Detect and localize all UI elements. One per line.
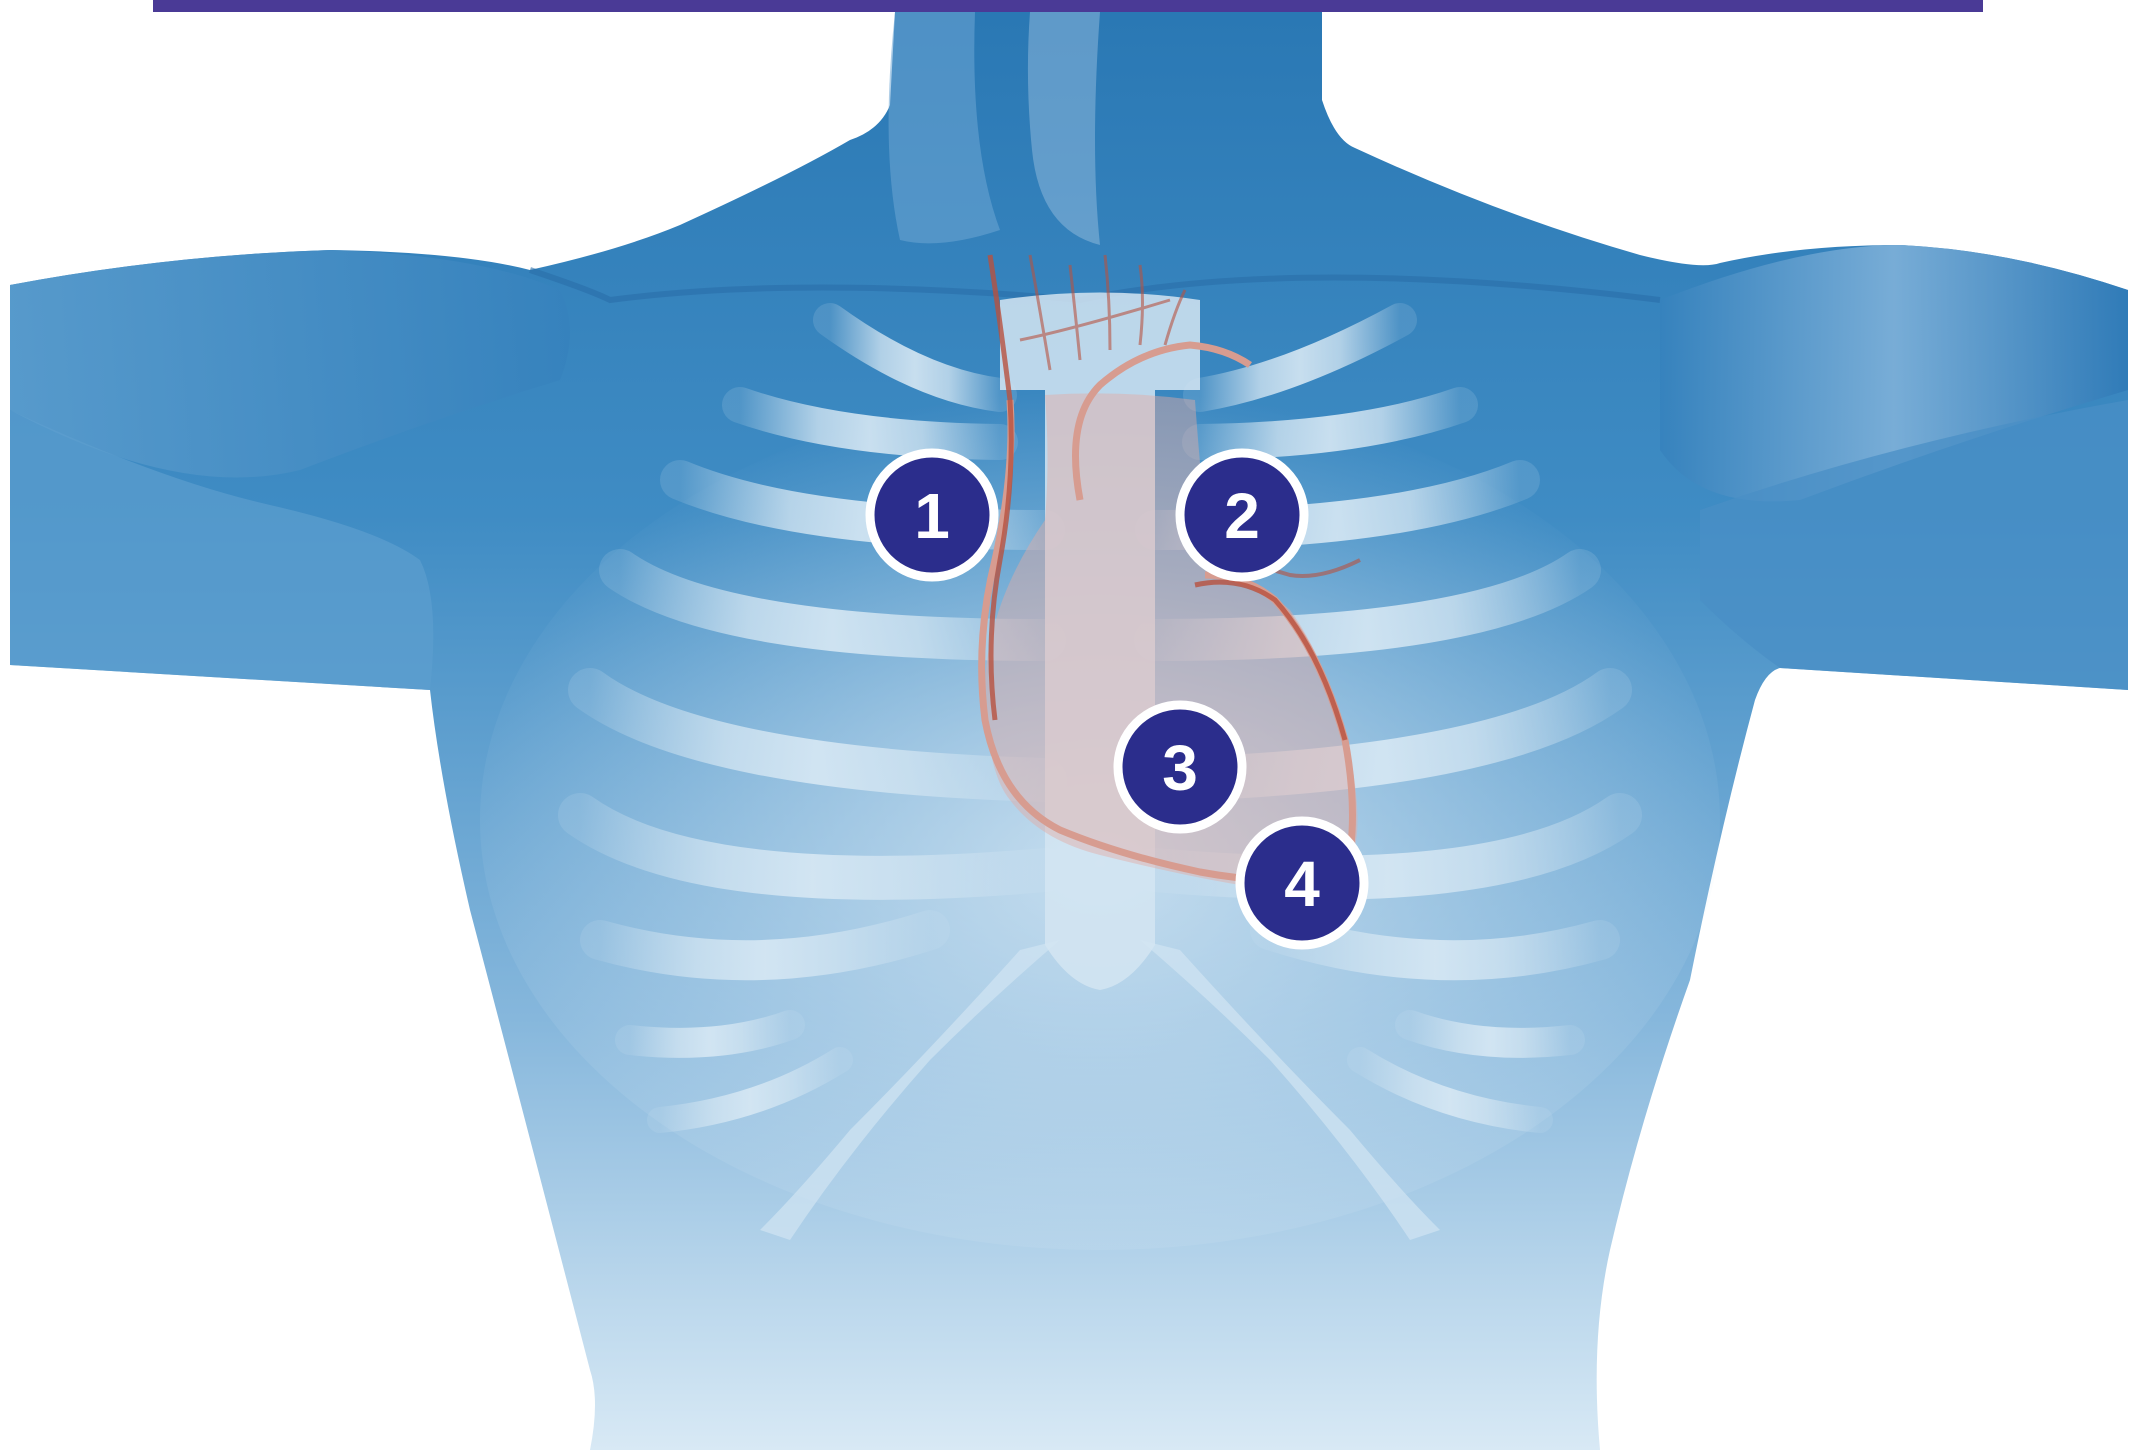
marker-4[interactable]: 4 xyxy=(1240,821,1364,945)
marker-2[interactable]: 2 xyxy=(1180,453,1304,577)
marker-1-label: 1 xyxy=(914,480,950,552)
marker-4-label: 4 xyxy=(1284,848,1320,920)
marker-1[interactable]: 1 xyxy=(870,453,994,577)
top-divider-bar xyxy=(153,0,1983,12)
marker-2-label: 2 xyxy=(1224,480,1260,552)
marker-3-label: 3 xyxy=(1162,732,1198,804)
marker-3[interactable]: 3 xyxy=(1118,705,1242,829)
